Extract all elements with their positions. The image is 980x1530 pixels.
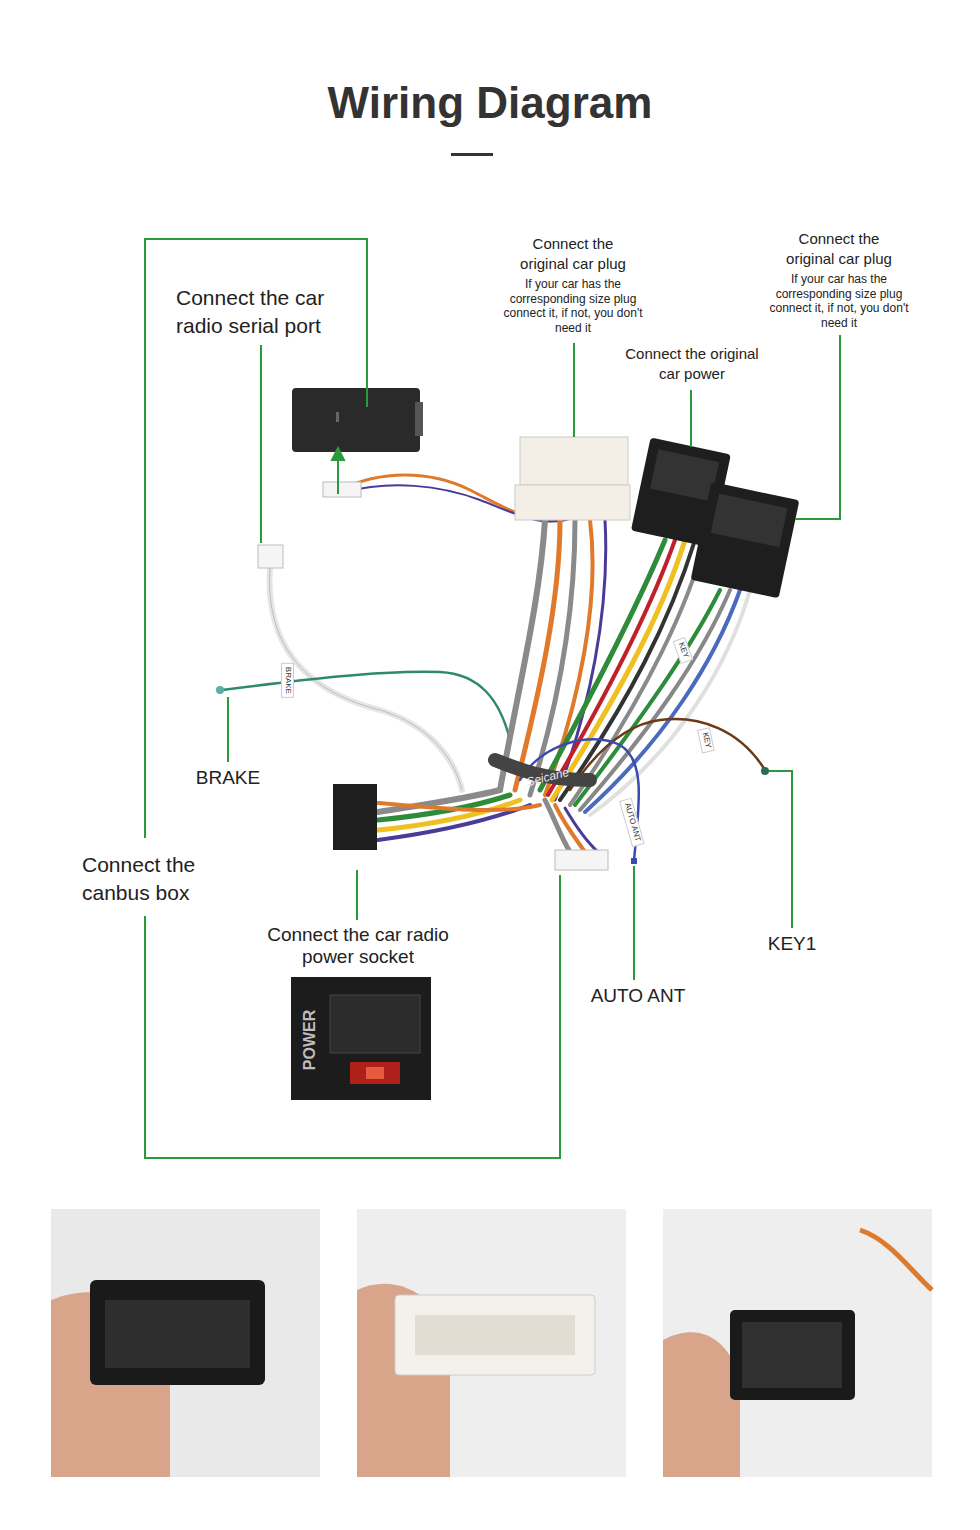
wire-harness [555,805,585,852]
signal-name: AUTO ANT [578,985,698,1007]
connector-parts [323,482,361,497]
connector-photos [357,1209,626,1477]
callout-text: Connect the car radio serial port [176,284,371,340]
wire-harness [270,568,462,790]
callout-text: Connect the canbus box [82,851,222,907]
connector-parts [691,482,800,599]
power-socket-photo [291,977,431,1100]
signal-name: BRAKE [178,767,278,789]
wire-harness [552,540,685,800]
connector-parts [292,388,420,452]
leader-lines [337,456,339,494]
callout-note: If your car has the corresponding size p… [503,277,643,335]
power-socket-photo [350,1062,400,1084]
leader-lines [690,390,692,447]
wire-harness [540,540,665,790]
connector-photos [742,1322,842,1388]
leader-lines [227,697,229,762]
wire-harness [570,719,765,790]
wire-harness [545,520,593,795]
leader-lines [356,870,358,920]
connector-parts [555,850,608,870]
signal-name: KEY1 [747,933,837,955]
leader-lines [573,343,575,437]
connector-photos [860,1230,932,1290]
leader-lines [769,771,792,928]
power-socket-photo [291,977,431,1100]
callout-text: Connect the original car power [625,344,759,384]
connector-parts [711,494,788,548]
connector-parts [216,686,224,694]
power-socket-photo [366,1067,384,1079]
leader-lines [145,239,840,1158]
title-rule [451,153,493,156]
connector-photos [395,1295,595,1375]
connector-parts [415,402,423,436]
callout-text: Connect the car radio power socket [243,924,473,968]
socket-marking: POWER [301,1010,319,1070]
connector-parts [520,437,628,485]
wire-harness [222,672,510,740]
connector-parts [336,412,339,422]
connector-photos [663,1332,740,1477]
connector-parts [258,545,283,568]
connector-parts [650,449,719,501]
callout-text: Connect the original car plug [509,234,637,274]
leader-lines [633,866,635,980]
callout-text: Connect the original car plug [775,229,903,269]
connector-parts [761,767,769,775]
wire-harness [530,520,575,795]
connector-photos [51,1209,320,1477]
connector-photos [105,1300,250,1368]
diagram-title: Wiring Diagram [0,78,980,128]
connector-parts [216,388,799,870]
connector-photos [663,1209,932,1477]
connector-parts [515,485,630,520]
connector-parts [631,858,637,864]
connector-photos [90,1280,265,1385]
connector-parts [333,784,377,850]
connector-parts [691,482,800,599]
callout-note: If your car has the corresponding size p… [769,272,909,330]
wire-tag: AUTO ANT [619,797,644,847]
wire-harness [378,803,540,810]
wire-tag: KEY [697,727,715,753]
power-socket-photo [330,995,420,1053]
wire-harness [575,590,720,805]
leader-lines [260,345,262,543]
wire-harness [565,808,598,852]
connector-photos [415,1315,575,1355]
wire-harness [590,590,750,815]
connector-photos [730,1310,855,1400]
wire-harness [270,568,462,790]
wire-tag: BRAKE [282,662,295,697]
wire-harness [585,590,740,812]
leader-lines [795,335,840,519]
connector-photos [51,1209,932,1477]
leader-lines [332,448,344,460]
wire-harness [580,590,730,810]
leader-lines [145,875,560,1158]
